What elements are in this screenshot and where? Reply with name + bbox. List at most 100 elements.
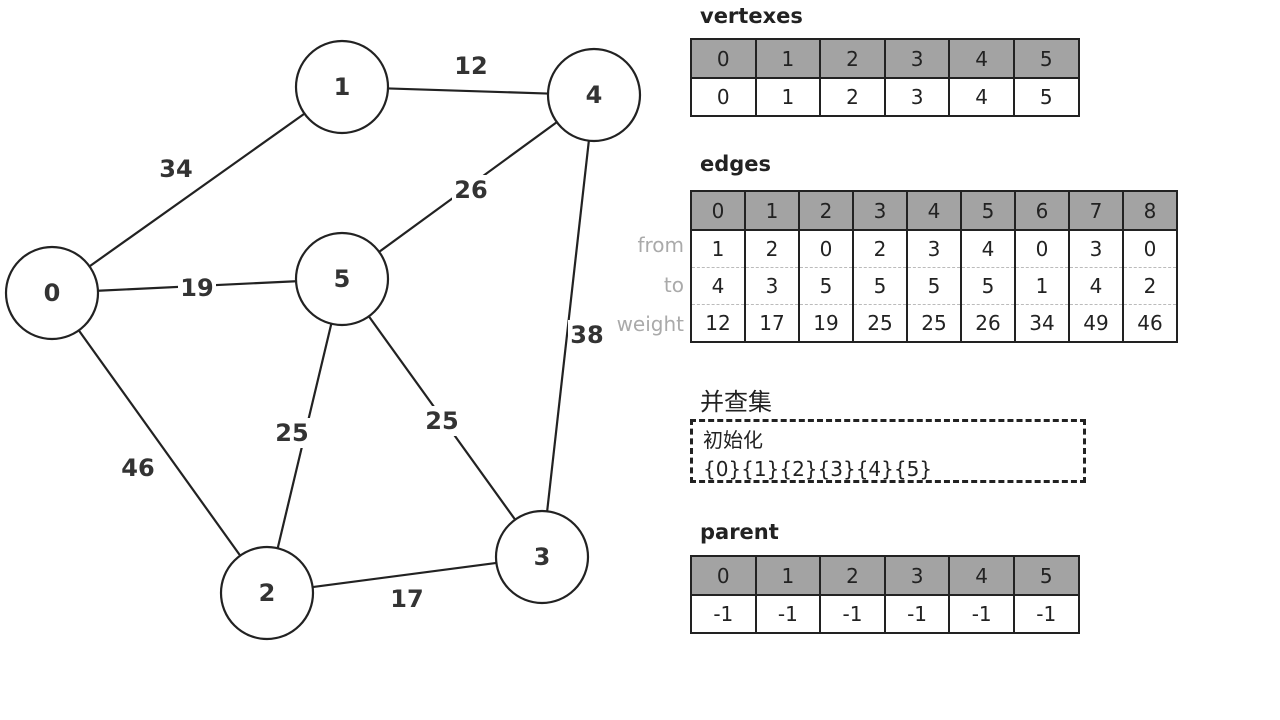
parent-index-cell: 1 bbox=[754, 555, 822, 596]
edge-weight-cell: 46 bbox=[1122, 304, 1178, 343]
parent-index-cell: 4 bbox=[948, 555, 1015, 596]
edge-label-background bbox=[452, 51, 490, 81]
edge-label-background bbox=[568, 320, 606, 350]
vertex-value-cell: 2 bbox=[819, 77, 886, 117]
vertex-index-cell: 4 bbox=[948, 38, 1015, 79]
edge-label-background bbox=[273, 418, 311, 448]
edge-index-cell: 3 bbox=[852, 190, 908, 231]
parent-value-cell: -1 bbox=[883, 594, 951, 634]
node-label: 3 bbox=[534, 543, 551, 571]
parent-index-cell: 5 bbox=[1012, 555, 1080, 596]
edge-label-background bbox=[423, 406, 461, 436]
edge-index-cell: 8 bbox=[1122, 190, 1178, 231]
parent-title: parent bbox=[700, 520, 779, 544]
parent-value-row: -1-1-1-1-1-1 bbox=[690, 594, 1080, 634]
node-label: 4 bbox=[586, 81, 603, 109]
edge-index-cell: 4 bbox=[906, 190, 962, 231]
edge-from-cell: 0 bbox=[1122, 229, 1178, 268]
edge-to-cell: 4 bbox=[1068, 267, 1124, 305]
edge-from-cell: 3 bbox=[1068, 229, 1124, 268]
edge-weight-label: 12 bbox=[454, 52, 487, 80]
edge-weight-label: 26 bbox=[454, 176, 487, 204]
edge-weight-cell: 26 bbox=[960, 304, 1016, 343]
dsu-box: 初始化 {0}{1}{2}{3}{4}{5} bbox=[690, 419, 1086, 483]
edge-weight-cell: 49 bbox=[1068, 304, 1124, 343]
parent-index-cell: 3 bbox=[883, 555, 951, 596]
node-label: 1 bbox=[334, 73, 351, 101]
edge-label-background bbox=[388, 584, 426, 614]
edges-row-label-to: to bbox=[663, 273, 684, 297]
edge-index-cell: 2 bbox=[798, 190, 854, 231]
edge-index-cell: 5 bbox=[960, 190, 1016, 231]
vertex-value-cell: 4 bbox=[948, 77, 1015, 117]
edge-weight-label: 46 bbox=[121, 454, 154, 482]
vertex-index-cell: 0 bbox=[690, 38, 757, 79]
parent-index-cell: 2 bbox=[819, 555, 886, 596]
edge-label-background bbox=[157, 154, 195, 184]
parent-value-cell: -1 bbox=[819, 594, 886, 634]
node-3 bbox=[494, 509, 590, 605]
parent-value-cell: -1 bbox=[948, 594, 1015, 634]
edges-title: edges bbox=[700, 152, 772, 176]
edge-0-2 bbox=[77, 329, 242, 557]
vertexes-title: vertexes bbox=[700, 4, 803, 28]
edge-to-cell: 3 bbox=[744, 267, 800, 305]
vertex-value-cell: 5 bbox=[1012, 77, 1080, 117]
edge-1-4 bbox=[387, 87, 549, 95]
edge-to-cell: 5 bbox=[798, 267, 854, 305]
node-5 bbox=[294, 231, 390, 327]
vertex-value-cell: 1 bbox=[754, 77, 822, 117]
node-2 bbox=[219, 545, 315, 641]
edge-weight-cell: 17 bbox=[744, 304, 800, 343]
node-1 bbox=[294, 39, 390, 135]
edges-row-label-weight: weight bbox=[616, 312, 684, 336]
vertex-index-cell: 3 bbox=[883, 38, 951, 79]
dsu-step-label: 初始化 bbox=[703, 428, 763, 452]
edge-to-cell: 5 bbox=[960, 267, 1016, 305]
edge-weight-cell: 12 bbox=[690, 304, 746, 343]
edge-weight-label: 17 bbox=[390, 585, 423, 613]
edge-label-background bbox=[119, 453, 157, 483]
edge-from-cell: 0 bbox=[798, 229, 854, 268]
edge-label-background bbox=[178, 273, 216, 303]
edge-to-cell: 4 bbox=[690, 267, 746, 305]
edge-label-background bbox=[452, 175, 490, 205]
edge-from-cell: 0 bbox=[1014, 229, 1070, 268]
node-label: 2 bbox=[259, 579, 276, 607]
dsu-title: 并查集 bbox=[700, 388, 772, 416]
edge-index-cell: 7 bbox=[1068, 190, 1124, 231]
edge-index-cell: 0 bbox=[690, 190, 746, 231]
edge-from-cell: 2 bbox=[852, 229, 908, 268]
node-4 bbox=[546, 47, 642, 143]
edge-weight-cell: 34 bbox=[1014, 304, 1070, 343]
edge-to-cell: 5 bbox=[852, 267, 908, 305]
edge-weight-label: 38 bbox=[570, 321, 603, 349]
edge-weight-cell: 25 bbox=[906, 304, 962, 343]
vertex-value-cell: 3 bbox=[883, 77, 951, 117]
edge-weight-cell: 25 bbox=[852, 304, 908, 343]
edge-from-cell: 1 bbox=[690, 229, 746, 268]
edge-from-cell: 3 bbox=[906, 229, 962, 268]
edge-to-cell: 1 bbox=[1014, 267, 1070, 305]
dsu-sets: {0}{1}{2}{3}{4}{5} bbox=[703, 457, 933, 481]
edge-index-cell: 1 bbox=[744, 190, 800, 231]
node-label: 5 bbox=[334, 265, 351, 293]
edge-index-cell: 6 bbox=[1014, 190, 1070, 231]
edge-2-3 bbox=[312, 561, 497, 589]
edge-to-cell: 2 bbox=[1122, 267, 1178, 305]
edges-row-label-from: from bbox=[637, 233, 684, 257]
vertex-index-cell: 5 bbox=[1012, 38, 1080, 79]
parent-value-cell: -1 bbox=[1012, 594, 1080, 634]
edge-weight-label: 25 bbox=[425, 407, 458, 435]
parent-value-cell: -1 bbox=[754, 594, 822, 634]
edge-from-cell: 4 bbox=[960, 229, 1016, 268]
